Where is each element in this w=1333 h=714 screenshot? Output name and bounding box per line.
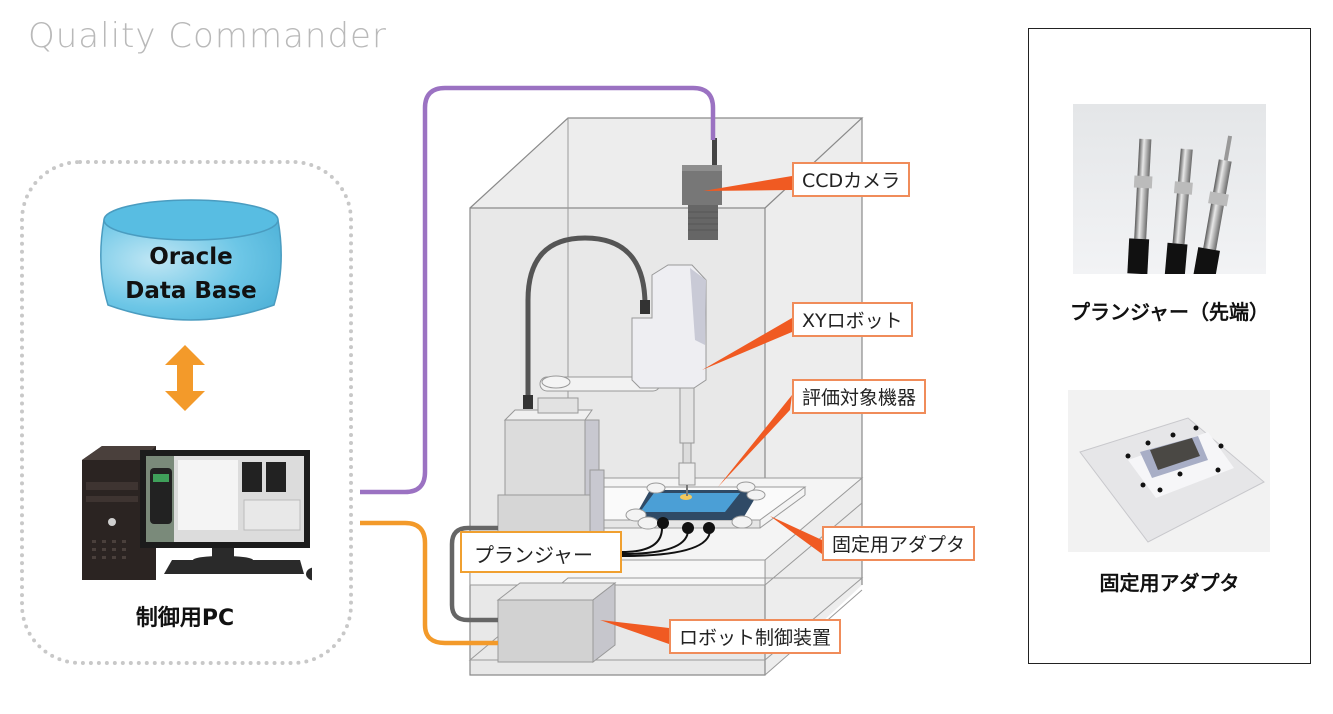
camera-cable xyxy=(360,85,716,495)
fixing-adapter-photo xyxy=(1068,390,1270,552)
control-pc-group xyxy=(20,160,353,665)
robot-base xyxy=(497,397,605,546)
callout-target-device: 評価対象機器 xyxy=(792,379,927,414)
robot-internal-cable xyxy=(525,235,648,400)
target-device xyxy=(625,481,766,530)
callout-plunger: プランジャー xyxy=(460,531,622,573)
plunger-tips-photo xyxy=(1073,104,1266,274)
robot-cable xyxy=(449,525,498,623)
control-pc-icon xyxy=(82,446,312,581)
bidirectional-arrow-icon xyxy=(165,345,205,411)
controller-cable xyxy=(360,520,498,646)
plunger-tips xyxy=(657,517,715,534)
database-label-line1: Oracle xyxy=(149,244,233,270)
control-pc-label: 制御用PC xyxy=(135,606,235,631)
callout-robot-controller: ロボット制御装置 xyxy=(669,619,842,654)
callout-ccd-camera: CCDカメラ xyxy=(792,162,911,197)
plunger-tips-caption: プランジャー（先端） xyxy=(1070,300,1269,324)
callout-fixing-adapter: 固定用アダプタ xyxy=(822,526,976,561)
database-label-line2: Data Base xyxy=(125,278,257,304)
database-label: Oracle Data Base xyxy=(96,240,286,308)
fixing-adapter-caption: 固定用アダプタ xyxy=(1099,571,1240,595)
robot-controller-box xyxy=(496,581,617,664)
brand-title: Quality Commander xyxy=(28,16,387,56)
callout-xy-robot: XYロボット xyxy=(792,302,913,337)
robot-arm xyxy=(539,264,707,496)
callout-leaders xyxy=(600,176,822,644)
database-icon xyxy=(100,199,282,321)
ccd-camera xyxy=(682,138,722,240)
